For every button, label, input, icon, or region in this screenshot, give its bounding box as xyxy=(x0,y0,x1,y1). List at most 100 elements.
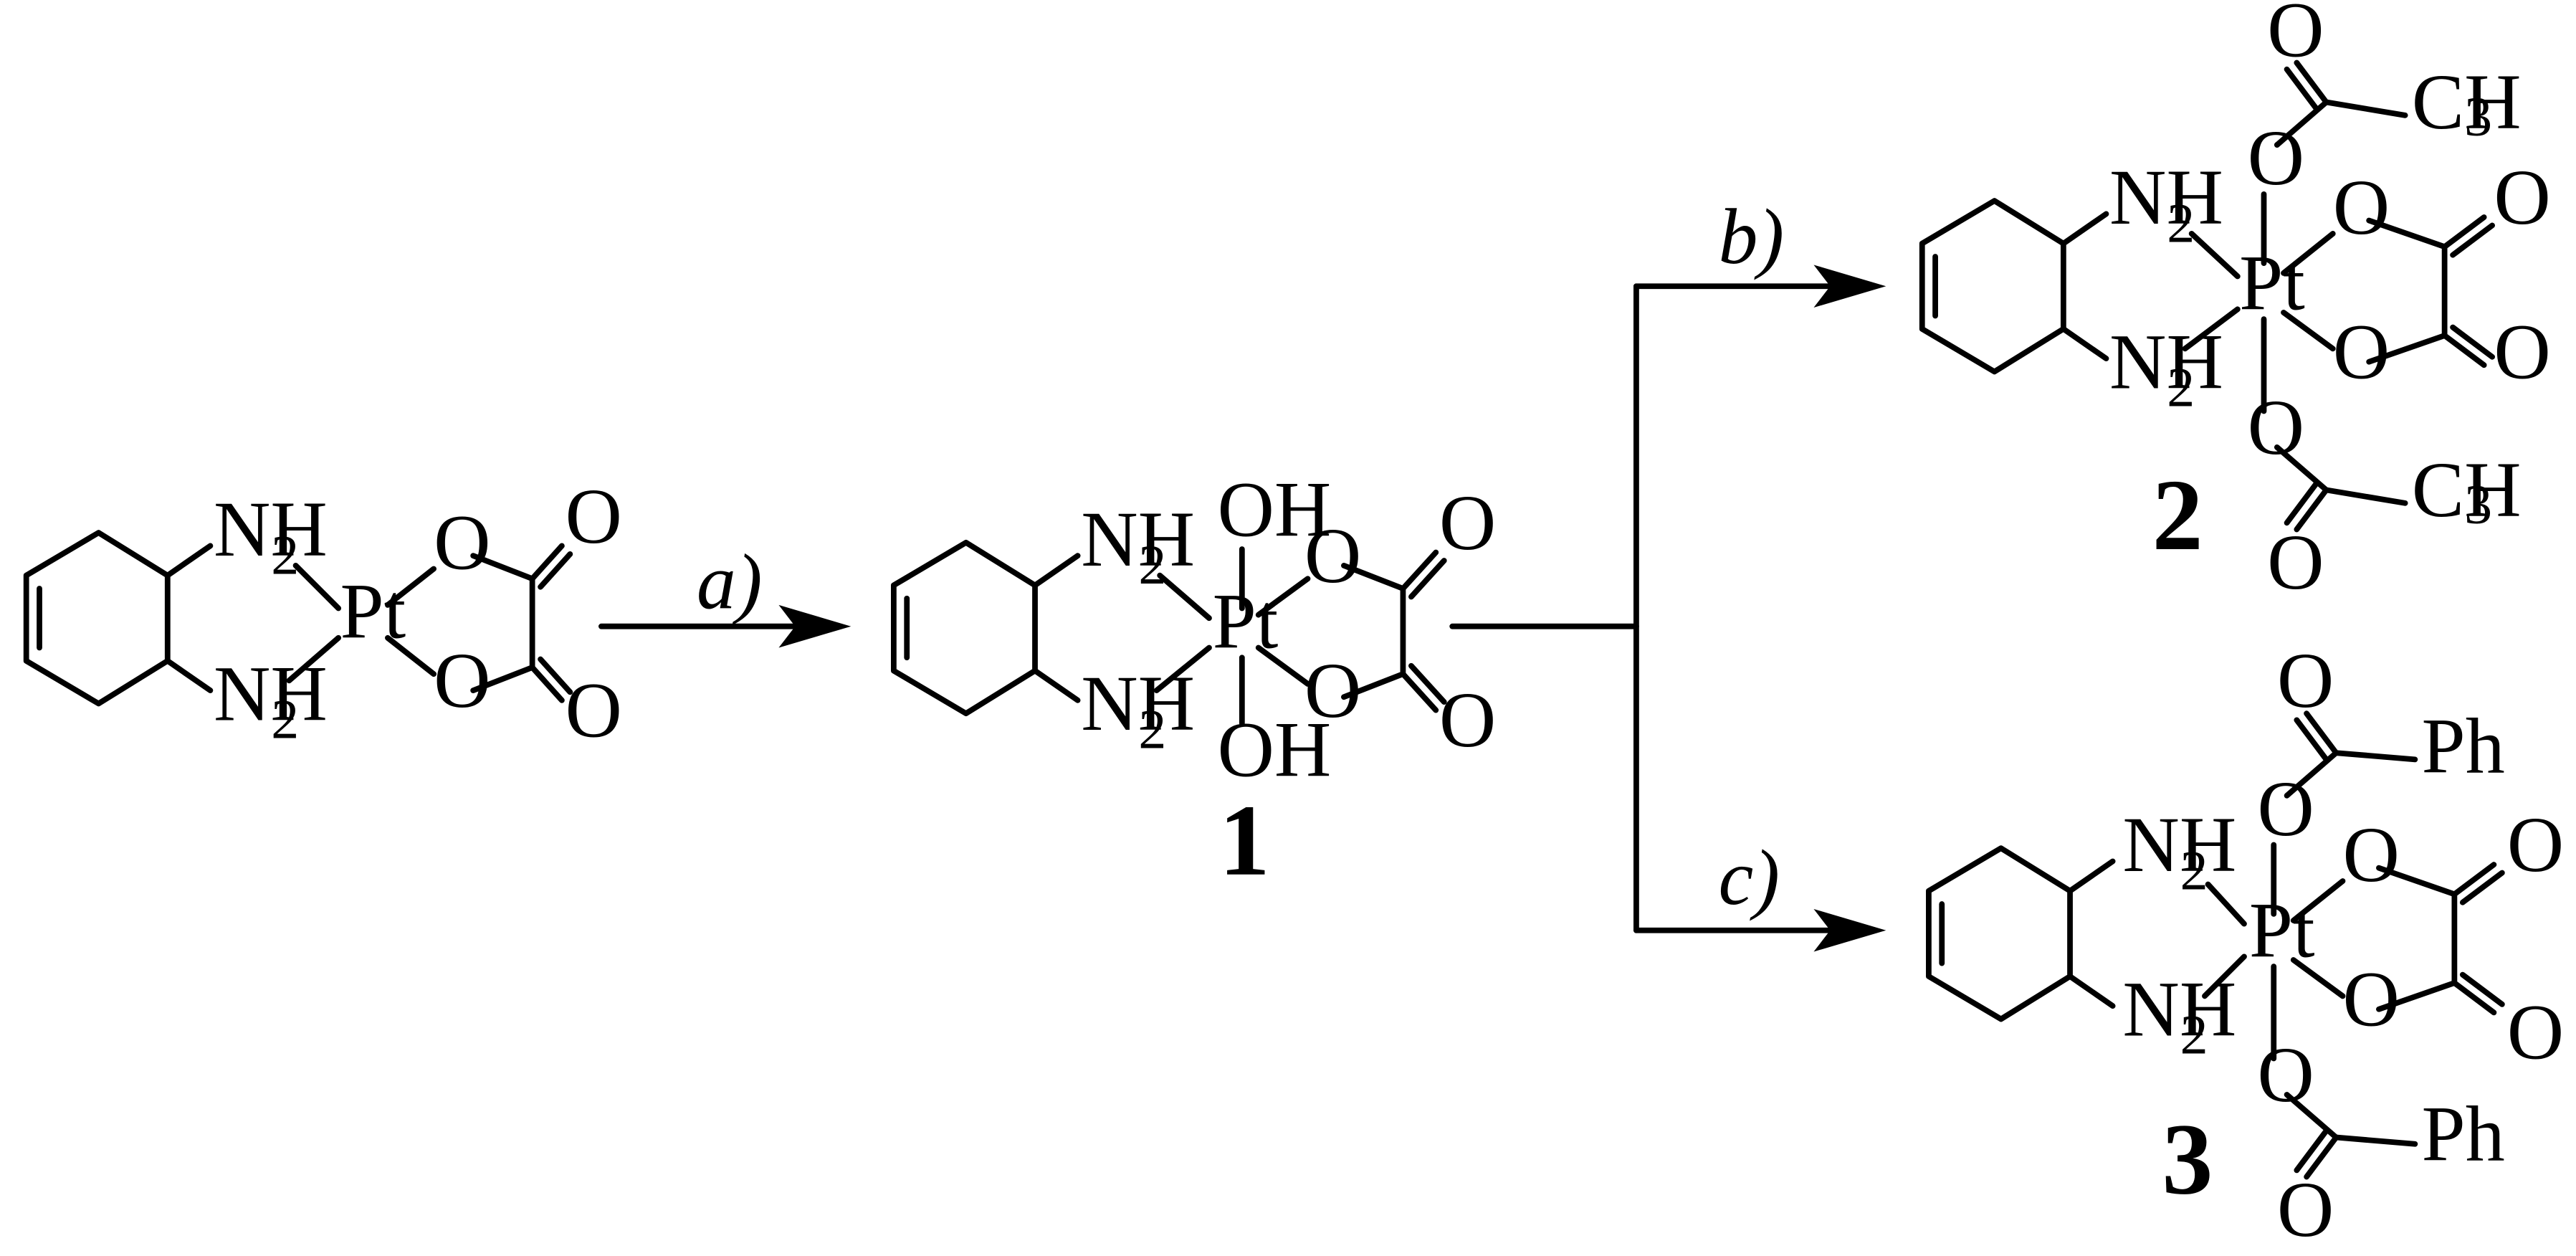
amine-subscript: 2 xyxy=(2167,357,2195,419)
oxygen-label: O xyxy=(434,637,490,724)
cyclohexene-ring xyxy=(1926,845,2073,1022)
condition-c-label: c) xyxy=(1719,834,1780,921)
bond-n-pt xyxy=(2202,953,2247,999)
platinum-label: Pt xyxy=(340,568,406,655)
methyl-label: CH xyxy=(2412,446,2522,533)
amine-subscript: 2 xyxy=(1138,534,1166,596)
amine-label: NH xyxy=(214,650,328,737)
bond-n-pt xyxy=(286,634,342,684)
bond-n-pt xyxy=(2188,231,2241,280)
starting-material: NH 2 NH 2 Pt O O O O xyxy=(23,472,622,753)
carbonyl-bond xyxy=(538,656,573,695)
compound-number-1: 1 xyxy=(1219,784,1270,897)
carbonyl-bond xyxy=(538,551,573,590)
acyl-carbonyl xyxy=(2284,480,2319,526)
oxygen-label: O xyxy=(2277,637,2334,724)
oxygen-label: O xyxy=(434,498,490,586)
carbonyl-bond xyxy=(1400,549,1439,591)
carbonyl-bond xyxy=(2441,333,2487,368)
bond-o-c xyxy=(2366,333,2448,365)
acyl-carbonyl xyxy=(2294,60,2329,105)
bond-c-n xyxy=(2060,211,2109,247)
amine-subscript: 2 xyxy=(271,524,299,586)
oxygen-label: O xyxy=(2257,1031,2314,1118)
bond-n-pt xyxy=(2205,881,2247,927)
carbonyl-bond xyxy=(2450,324,2495,360)
carbonyl-bond xyxy=(2459,870,2505,905)
acyl-carbonyl xyxy=(2284,66,2319,112)
amine-label: NH xyxy=(2109,318,2223,405)
bond-c-ch3 xyxy=(2323,487,2408,506)
condition-a-label: a) xyxy=(697,538,763,625)
bond-n-pt xyxy=(1157,572,1212,622)
bond-c-ph xyxy=(2333,1134,2418,1147)
carbonyl-bond xyxy=(2459,971,2505,1007)
branch-arrows: b) c) xyxy=(1449,193,1886,952)
bond-pt-o xyxy=(1255,576,1311,618)
acyl-carbonyl xyxy=(2304,710,2339,756)
oxygen-label: O xyxy=(2494,308,2550,396)
oxygen-label: O xyxy=(2248,114,2304,201)
carbonyl-bond xyxy=(529,543,565,582)
oxygen-label: O xyxy=(1439,676,1496,763)
bond-n-pt xyxy=(1153,644,1212,693)
hydroxy-label: OH xyxy=(1217,705,1331,793)
amine-label: NH xyxy=(214,485,328,573)
bond-o-c xyxy=(1341,563,1406,591)
compound-2: NH 2 NH 2 Pt O O O O O O O O CH 3 CH 3 2 xyxy=(1919,0,2551,606)
cyclohexene-ring xyxy=(891,539,1038,717)
oxygen-label: O xyxy=(2248,384,2304,471)
condition-b-label: b) xyxy=(1719,193,1785,280)
hydroxy-label: OH xyxy=(1217,466,1331,553)
bond-o-c xyxy=(2366,217,2448,250)
carbonyl-bond xyxy=(1400,671,1439,713)
phenyl-label: Ph xyxy=(2422,703,2505,790)
oxygen-label: O xyxy=(2277,1166,2334,1253)
compound-number-3: 3 xyxy=(2162,1102,2213,1215)
carbonyl-bond xyxy=(2450,222,2495,258)
bond-c-n xyxy=(1032,667,1081,703)
oxygen-label: O xyxy=(1304,512,1361,599)
cyclohexene-ring xyxy=(1919,198,2066,375)
oxygen-label: O xyxy=(2333,308,2390,396)
bond-c-n xyxy=(2060,325,2109,361)
oxygen-label: O xyxy=(2343,956,2400,1043)
amine-label: NH xyxy=(2122,801,2236,888)
compound-3: NH 2 NH 2 Pt O O O O O O O O Ph Ph 3 xyxy=(1926,637,2564,1253)
acyl-carbonyl xyxy=(2294,717,2329,763)
bond-c-ch3 xyxy=(2323,99,2408,118)
carbonyl-bond xyxy=(2451,862,2497,898)
acyl-carbonyl xyxy=(2304,1134,2339,1180)
oxygen-label: O xyxy=(2333,163,2390,251)
oxygen-label: O xyxy=(565,472,621,560)
carbonyl-bond xyxy=(2451,980,2497,1016)
amine-subscript: 2 xyxy=(2180,839,2208,901)
bond-c-n xyxy=(2067,858,2116,894)
bond-o-c xyxy=(1341,671,1406,700)
platinum-label: Pt xyxy=(1213,578,1279,665)
amine-subscript: 2 xyxy=(271,689,299,751)
arrow-c-head xyxy=(1813,908,1886,952)
methyl-label: CH xyxy=(2412,58,2522,146)
methyl-subscript: 3 xyxy=(2464,473,2492,535)
amine-label: NH xyxy=(2109,153,2223,241)
cyclohexene-ring xyxy=(23,530,171,707)
carbonyl-bond xyxy=(529,665,565,703)
oxygen-label: O xyxy=(2494,153,2550,241)
oxygen-label: O xyxy=(1439,479,1496,566)
carbonyl-bond xyxy=(2441,214,2487,250)
bond-pt-o xyxy=(2281,231,2336,276)
amine-subscript: 2 xyxy=(2167,192,2195,254)
amine-label: NH xyxy=(1081,495,1195,583)
carbonyl-bond xyxy=(1408,662,1447,705)
compound-number-2: 2 xyxy=(2152,458,2203,571)
bond-pt-o xyxy=(1255,644,1311,687)
bond-c-ph xyxy=(2333,750,2418,763)
bond-o-c xyxy=(2376,865,2458,898)
bond-pt-o xyxy=(385,634,437,677)
carbonyl-bond xyxy=(1408,558,1447,600)
compound-1: NH 2 NH 2 Pt OH OH O O O O 1 xyxy=(891,466,1496,897)
methyl-subscript: 3 xyxy=(2464,85,2492,147)
amine-label: NH xyxy=(2122,965,2236,1052)
amine-subscript: 2 xyxy=(2180,1004,2208,1066)
